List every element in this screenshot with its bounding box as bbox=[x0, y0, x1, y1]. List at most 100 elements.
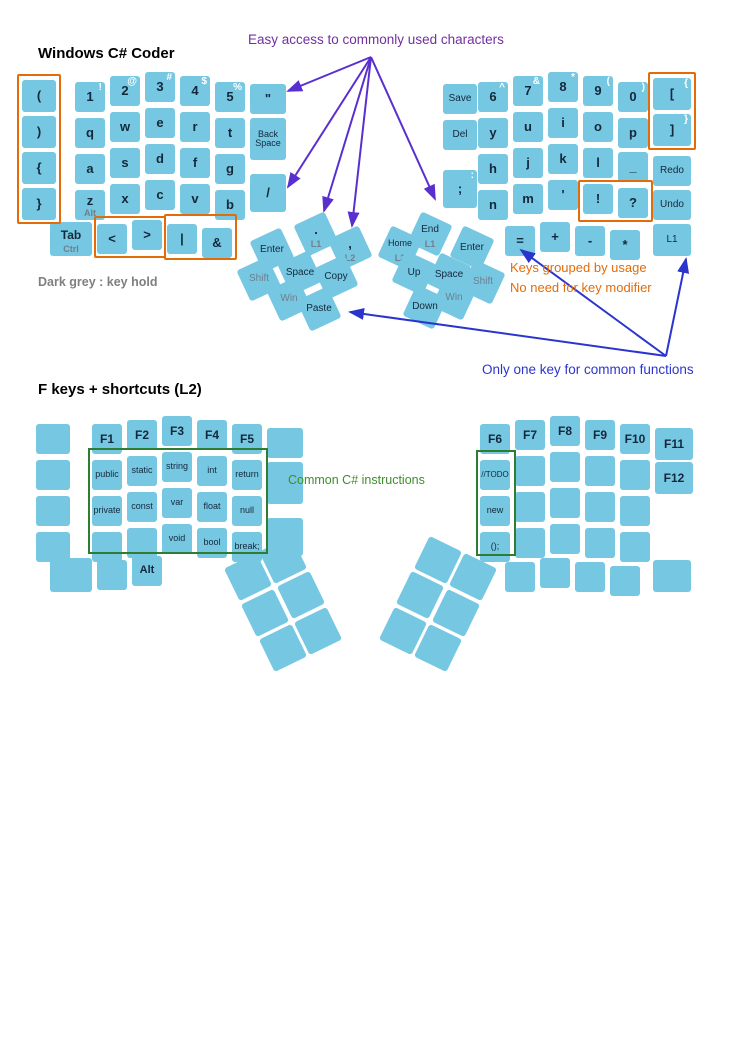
key-label: _ bbox=[629, 159, 637, 175]
key-4: 4$ bbox=[180, 76, 210, 106]
key-label: ] bbox=[669, 122, 675, 138]
key-s: s bbox=[110, 148, 140, 178]
key-label: var bbox=[170, 497, 184, 508]
key-blank bbox=[36, 532, 70, 562]
key-label: F11 bbox=[663, 436, 684, 451]
key-7: 7& bbox=[513, 76, 543, 106]
key-private: private bbox=[92, 496, 122, 526]
key-c: c bbox=[145, 180, 175, 210]
key-label: break; bbox=[234, 541, 260, 552]
key-float: float bbox=[197, 492, 227, 522]
key-0: 0) bbox=[618, 82, 648, 112]
key-pipe: | bbox=[167, 224, 197, 254]
key-double-quote: " bbox=[250, 84, 286, 114]
key-apostrophe: ' bbox=[548, 180, 578, 210]
key-label: F5 bbox=[239, 431, 254, 446]
key-p: p bbox=[618, 118, 648, 148]
key-shift-label: } bbox=[684, 114, 688, 125]
key-open-brace: { bbox=[22, 152, 56, 184]
key-blank bbox=[36, 496, 70, 526]
key-label: Up bbox=[407, 266, 421, 278]
key-label: > bbox=[143, 227, 151, 243]
key-var: var bbox=[162, 488, 192, 518]
key-6: 6^ bbox=[478, 82, 508, 112]
key-f4: F4 bbox=[197, 420, 227, 450]
key-hold-label: Ctrl bbox=[63, 244, 79, 254]
key-f6: F6 bbox=[480, 424, 510, 454]
key-label: Copy bbox=[324, 270, 348, 282]
key-label: Down bbox=[412, 300, 438, 312]
key-shift-label: ( bbox=[606, 76, 610, 87]
key-label: void bbox=[168, 533, 186, 544]
key-label: F12 bbox=[663, 470, 685, 485]
key-todo: //TODO bbox=[480, 460, 510, 490]
key-shift-label: ) bbox=[641, 82, 645, 93]
key-label: Save bbox=[448, 92, 472, 104]
key-label: / bbox=[266, 185, 270, 201]
key-label: (); bbox=[490, 541, 500, 552]
key-label: v bbox=[191, 191, 199, 207]
key-label: ) bbox=[36, 124, 42, 140]
key-blank bbox=[540, 558, 570, 588]
key-string: string bbox=[162, 452, 192, 482]
key-label: g bbox=[226, 161, 234, 177]
key-f3: F3 bbox=[162, 416, 192, 446]
key-label: " bbox=[264, 91, 272, 107]
key-label: [ bbox=[669, 86, 675, 102]
key-label: t bbox=[227, 125, 233, 141]
key-blank bbox=[50, 558, 92, 592]
key-label: * bbox=[622, 237, 628, 253]
key-label: 3 bbox=[156, 79, 164, 95]
key-blank bbox=[515, 528, 545, 558]
key-x: x bbox=[110, 184, 140, 214]
key-label: l bbox=[596, 155, 600, 171]
key-label: int bbox=[207, 465, 217, 476]
key-question: ? bbox=[618, 188, 648, 218]
key-label: Win bbox=[445, 291, 463, 303]
key-blank bbox=[610, 566, 640, 596]
key-label: - bbox=[587, 233, 593, 249]
arrow-easy-access bbox=[322, 56, 372, 213]
key-del: Del bbox=[443, 120, 477, 150]
key-label: k bbox=[559, 151, 567, 167]
key-5: 5% bbox=[215, 82, 245, 112]
key-exclamation: ! bbox=[583, 184, 613, 214]
key-label: F2 bbox=[134, 427, 149, 442]
key-shift-label: & bbox=[532, 76, 540, 87]
key-blank bbox=[620, 532, 650, 562]
key-label: ! bbox=[595, 191, 601, 207]
key-label: public bbox=[95, 469, 119, 480]
key-blank bbox=[620, 496, 650, 526]
key-shift-label: ^ bbox=[499, 82, 505, 93]
key-1: 1! bbox=[75, 82, 105, 112]
key-label: h bbox=[489, 161, 497, 177]
key-label: r bbox=[192, 119, 198, 135]
key-void: void bbox=[162, 524, 192, 554]
key-label: string bbox=[165, 461, 188, 472]
key-u: u bbox=[513, 112, 543, 142]
key-shift-label: { bbox=[684, 78, 688, 89]
key-f5: F5 bbox=[232, 424, 262, 454]
key-2: 2@ bbox=[110, 76, 140, 106]
arrow-one-key-function bbox=[665, 257, 690, 357]
key-label: F9 bbox=[592, 427, 607, 442]
key-g: g bbox=[215, 154, 245, 184]
key-bool: bool bbox=[197, 528, 227, 558]
key-label: ' bbox=[561, 187, 565, 203]
key-save: Save bbox=[443, 84, 477, 114]
key-m: m bbox=[513, 184, 543, 214]
key-label: F1 bbox=[99, 431, 114, 446]
key-label: new bbox=[486, 505, 504, 516]
key-label: 5 bbox=[226, 89, 234, 105]
key-label: b bbox=[226, 197, 234, 213]
key-f7: F7 bbox=[515, 420, 545, 450]
key-f9: F9 bbox=[585, 420, 615, 450]
key-k: k bbox=[548, 144, 578, 174]
key-r: r bbox=[180, 112, 210, 142]
key-b: b bbox=[215, 190, 245, 220]
key-o: o bbox=[583, 112, 613, 142]
key-null: null bbox=[232, 496, 262, 526]
key-label: 4 bbox=[191, 83, 199, 99]
key-f12: F12 bbox=[655, 462, 693, 494]
